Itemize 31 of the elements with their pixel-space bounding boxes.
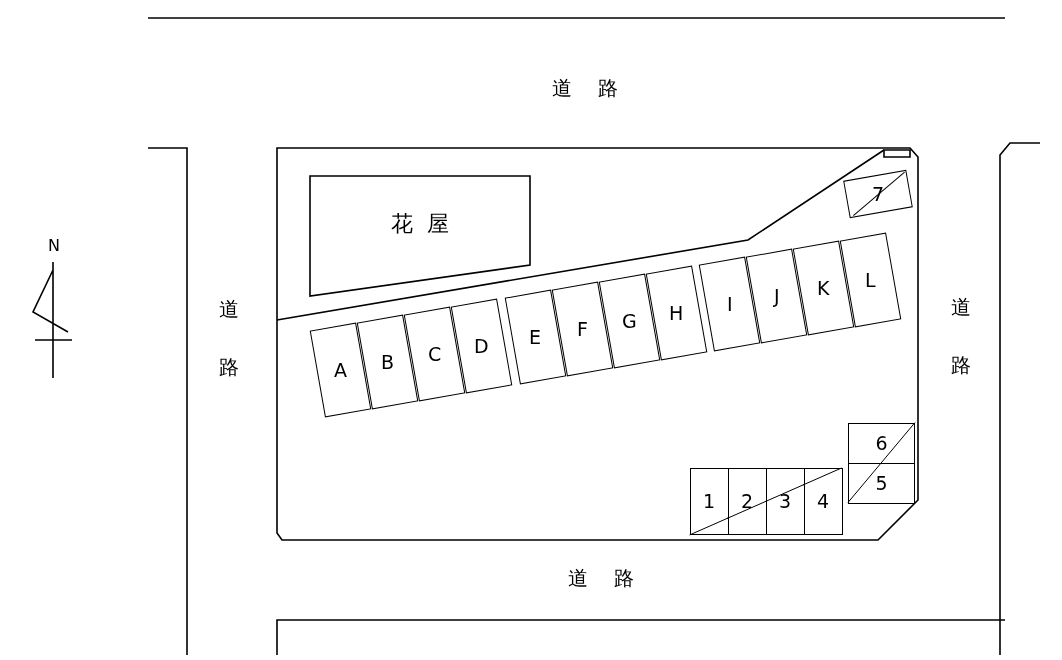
space-number: F — [576, 319, 588, 339]
building-outline — [309, 175, 531, 297]
space-number: H — [668, 303, 684, 323]
road-label: 道路 — [219, 296, 239, 381]
building-label: 花屋 — [391, 213, 462, 235]
space-number: I — [726, 294, 732, 314]
road-label: 道路 — [951, 294, 971, 379]
space-number: G — [621, 311, 637, 331]
space-number: 2 — [740, 492, 754, 511]
road-label: 道路 — [568, 568, 660, 588]
space-number: 3 — [778, 492, 792, 511]
north-label: N — [48, 238, 60, 254]
road-label: 道路 — [552, 78, 644, 98]
space-number: 1 — [702, 492, 716, 511]
space-number: E — [529, 327, 541, 347]
space-number: 5 — [875, 473, 888, 493]
parking-space — [848, 422, 915, 464]
space-number: 4 — [816, 492, 830, 511]
space-number: D — [473, 336, 489, 356]
space-number: A — [333, 360, 347, 380]
parking-space — [803, 468, 843, 535]
parking-space — [765, 468, 805, 535]
parking-space — [689, 468, 729, 535]
space-number: J — [773, 286, 779, 306]
space-number: B — [380, 352, 394, 372]
parking-space — [848, 462, 915, 504]
parking-space — [727, 468, 767, 535]
space-number: L — [864, 270, 876, 290]
space-number: K — [816, 278, 830, 298]
space-number: C — [427, 344, 441, 364]
space-number: 6 — [875, 433, 888, 453]
